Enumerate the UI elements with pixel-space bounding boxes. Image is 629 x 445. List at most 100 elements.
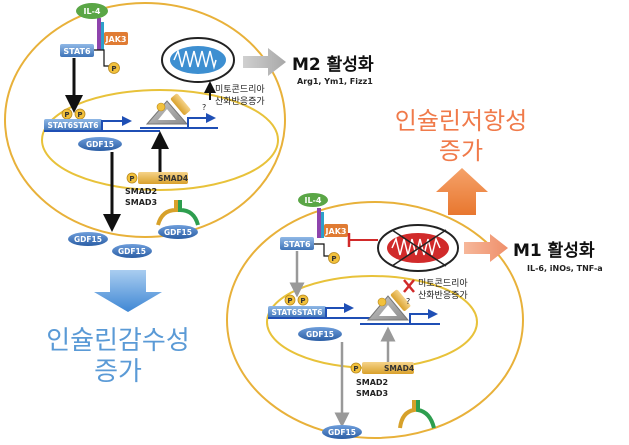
stat6-dimer-label: STAT6STAT6	[272, 308, 323, 317]
smad4-in-complex	[390, 289, 411, 311]
gdf15-secreted	[112, 244, 152, 258]
smad4-in-complex	[170, 93, 191, 115]
transcription-arrow	[187, 113, 216, 128]
m1-arrow	[464, 234, 508, 262]
il4-receptor-bar	[317, 208, 321, 238]
left-outcome-arrow	[94, 270, 162, 312]
stat6-box	[280, 237, 314, 250]
left-outcome-line2: 증가	[94, 357, 142, 387]
il4-label: IL-4	[305, 196, 322, 205]
gdf15-label: GDF15	[306, 330, 334, 339]
mitochondrion-cristae	[391, 236, 441, 256]
stat6-label: STAT6	[283, 240, 311, 249]
p-label: P	[287, 297, 292, 305]
smad4-box	[138, 172, 188, 184]
p-bubble	[284, 294, 296, 306]
jak3-box	[104, 32, 128, 45]
m1-title: M1 활성화	[513, 240, 595, 261]
cross-out-line	[391, 229, 447, 267]
smad2-label: SMAD2	[356, 378, 388, 387]
p-label: P	[300, 297, 305, 305]
jak3-box	[324, 224, 348, 237]
transcription-arrow	[101, 116, 132, 131]
left-cell-membrane	[4, 2, 286, 238]
p-bubble	[108, 62, 120, 74]
stat6-dimer-label: STAT6STAT6	[48, 121, 99, 130]
p-bubble	[297, 294, 309, 306]
p-label: P	[64, 111, 69, 119]
gdf15-nuclear	[298, 327, 342, 341]
p-bubble	[350, 362, 362, 374]
mito-oxidation-line2: 산화반응증가	[418, 290, 468, 301]
smad3-label: SMAD3	[356, 389, 388, 398]
gdf15-receptor-green	[416, 400, 436, 429]
p-label: P	[331, 255, 336, 263]
gdf15-nuclear	[78, 137, 122, 151]
stat6-dimer	[44, 119, 102, 131]
p-label: P	[353, 365, 358, 373]
smad4-box	[362, 362, 414, 374]
mitochondrion-inner	[170, 46, 226, 74]
stat6-bracket	[314, 243, 332, 257]
mito-oxidation-line2: 산화반응증가	[215, 96, 265, 107]
stat6-dimer	[268, 306, 326, 318]
smad4-label: SMAD4	[384, 364, 414, 373]
question-mark: ?	[406, 297, 410, 306]
il4-ligand	[76, 3, 108, 19]
p-label: P	[129, 175, 134, 183]
smad2-label: SMAD2	[125, 187, 157, 196]
m1-markers: IL-6, iNOs, TNF-a	[527, 264, 603, 273]
right-cell-membrane	[226, 201, 524, 439]
smad-triangle-inner	[158, 109, 176, 120]
stat6-box	[60, 44, 94, 57]
gdf15-bound	[158, 225, 198, 239]
smad-triangle-inner	[379, 305, 397, 316]
il4-receptor-bar	[97, 18, 101, 50]
gdf15-secreted-label: GDF15	[328, 428, 356, 437]
p-bubble	[126, 172, 138, 184]
il4-label: IL-4	[84, 7, 101, 16]
p-label: P	[111, 65, 116, 73]
right-nucleus	[266, 275, 478, 369]
gdf15-secreted-label: GDF15	[74, 235, 102, 244]
il4-receptor-bar-2	[321, 212, 324, 238]
left-cell: IL-4 JAK3 STAT6 P P P STAT6STAT6 GDF15	[4, 2, 286, 258]
stat6-bracket	[94, 49, 112, 67]
jak3-label: JAK3	[325, 227, 347, 236]
right-outcome-line1: 인슐린저항성	[395, 107, 527, 135]
smad3-label: SMAD3	[125, 198, 157, 207]
p-bubble	[377, 297, 387, 307]
gdf15-secreted-label: GDF15	[118, 247, 146, 256]
question-mark: ?	[202, 103, 206, 112]
gdf15-secreted	[68, 232, 108, 246]
p-bubble	[328, 252, 340, 264]
smad4-label: SMAD4	[158, 174, 188, 183]
gdf15-label: GDF15	[86, 140, 114, 149]
p-label: P	[77, 111, 82, 119]
gdf15-receptor-green	[178, 200, 200, 226]
x-mark	[403, 279, 415, 293]
right-outcome-arrow	[436, 168, 488, 215]
il4-ligand	[298, 193, 328, 207]
mito-oxidation-line1: 미토콘드리아	[418, 278, 468, 289]
transcription-arrow	[325, 303, 354, 318]
mitochondrion-cristae	[173, 48, 217, 70]
left-nucleus	[41, 89, 279, 191]
stat6-label: STAT6	[63, 47, 91, 56]
gdf15-receptor-label: GDF15	[164, 228, 192, 237]
right-outcome-line2: 증가	[439, 137, 483, 165]
right-cell: IL-4 JAK3 STAT6 P P P STAT6STAT6 GDF15	[226, 193, 524, 439]
gdf15-receptor-gold	[398, 400, 416, 429]
il4-receptor-bar-2	[101, 22, 104, 50]
p-bubble	[156, 102, 166, 112]
gdf15-receptor-gold	[156, 200, 178, 226]
m2-markers: Arg1, Ym1, Fizz1	[297, 77, 373, 86]
m2-arrow	[243, 48, 286, 76]
jak3-label: JAK3	[105, 35, 127, 44]
m2-title: M2 활성화	[292, 54, 374, 75]
gdf15-secreted	[322, 425, 362, 439]
left-outcome-line1: 인슐린감수성	[46, 326, 190, 356]
mito-oxidation-line1: 미토콘드리아	[215, 84, 265, 95]
transcription-arrow	[409, 309, 438, 324]
